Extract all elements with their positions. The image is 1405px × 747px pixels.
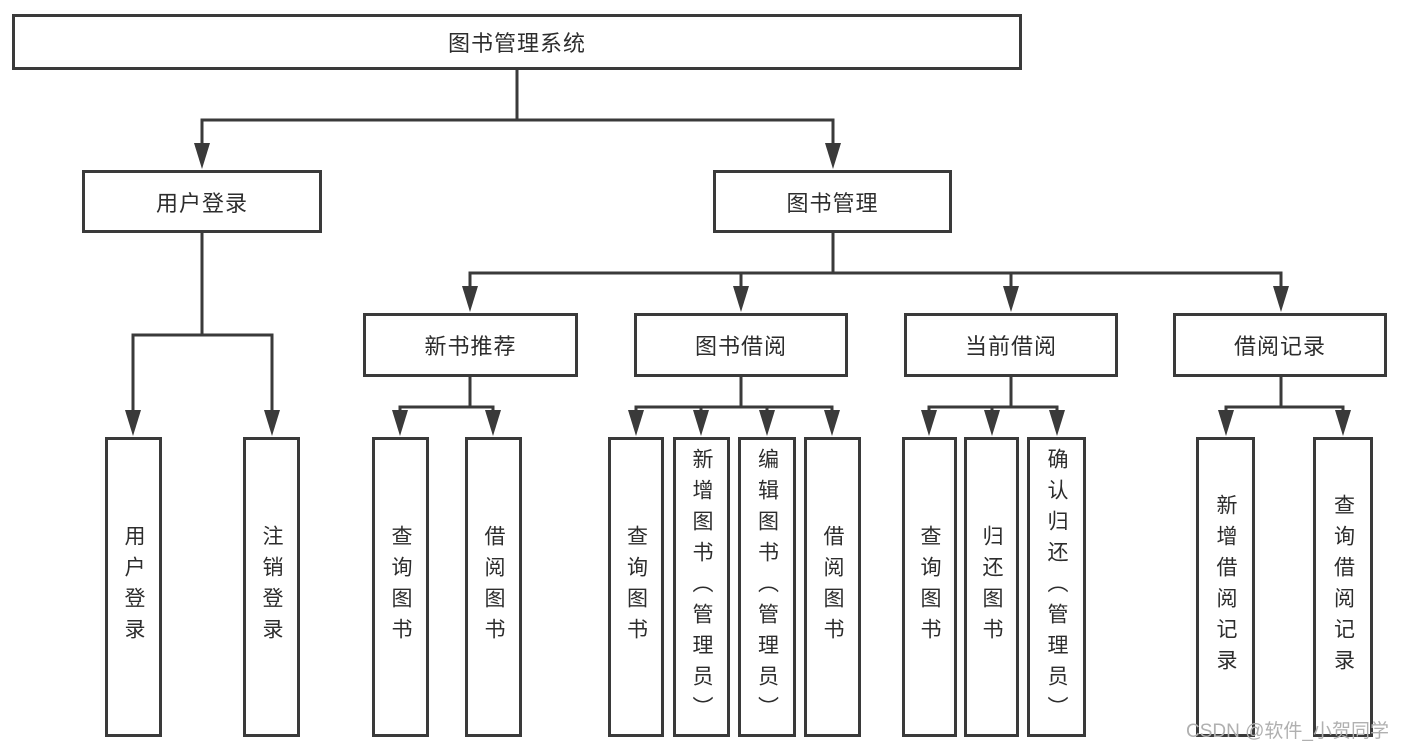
node-label: 当前借阅 (964, 334, 1057, 359)
leaf-borrow-books-recommend: 借阅图书 (465, 437, 522, 737)
node-label: 归还图书 (980, 525, 1003, 649)
node-label: 新增借阅记录 (1214, 494, 1237, 680)
leaf-query-books-borrowing: 查询图书 (608, 437, 664, 737)
node-user-login: 用户登录 (82, 170, 322, 233)
leaf-edit-book-admin: 编辑图书（管理员） (738, 437, 796, 737)
node-new-book-recommend: 新书推荐 (363, 313, 578, 377)
leaf-borrow-books-borrowing: 借阅图书 (804, 437, 861, 737)
node-label: 图书管理系统 (447, 31, 586, 56)
node-book-borrowing: 图书借阅 (634, 313, 848, 377)
node-label: 查询图书 (624, 525, 648, 649)
node-borrowing-records: 借阅记录 (1173, 313, 1387, 377)
leaf-return-book: 归还图书 (964, 437, 1019, 737)
node-current-borrowing: 当前借阅 (904, 313, 1118, 377)
node-label: 借阅图书 (482, 525, 505, 649)
node-label: 查询图书 (389, 525, 412, 649)
leaf-query-books-recommend: 查询图书 (372, 437, 429, 737)
node-label: 查询借阅记录 (1331, 494, 1355, 680)
node-label: 借阅记录 (1233, 334, 1326, 359)
leaf-logout: 注销登录 (243, 437, 300, 737)
node-label: 新书推荐 (424, 334, 517, 359)
node-label: 用户登录 (155, 190, 248, 216)
leaf-confirm-return-admin: 确认归还（管理员） (1027, 437, 1086, 737)
node-book-management: 图书管理 (713, 170, 952, 233)
node-label: 用户登录 (122, 525, 145, 649)
node-label: 借阅图书 (821, 525, 844, 649)
node-library-system: 图书管理系统 (12, 14, 1022, 70)
node-label: 确认归还（管理员） (1045, 447, 1068, 727)
leaf-add-borrow-record: 新增借阅记录 (1196, 437, 1255, 737)
node-label: 图书管理 (786, 190, 879, 216)
leaf-add-book-admin: 新增图书（管理员） (673, 437, 730, 737)
leaf-query-books-current: 查询图书 (902, 437, 957, 737)
node-label: 图书借阅 (694, 334, 787, 359)
watermark-text: CSDN @软件_小贺同学 (1186, 721, 1389, 742)
node-label: 新增图书（管理员） (690, 447, 713, 727)
node-label: 注销登录 (260, 525, 283, 649)
leaf-query-borrow-record: 查询借阅记录 (1313, 437, 1373, 737)
leaf-user-login: 用户登录 (105, 437, 162, 737)
node-label: 编辑图书（管理员） (755, 447, 779, 727)
node-label: 查询图书 (918, 525, 941, 649)
